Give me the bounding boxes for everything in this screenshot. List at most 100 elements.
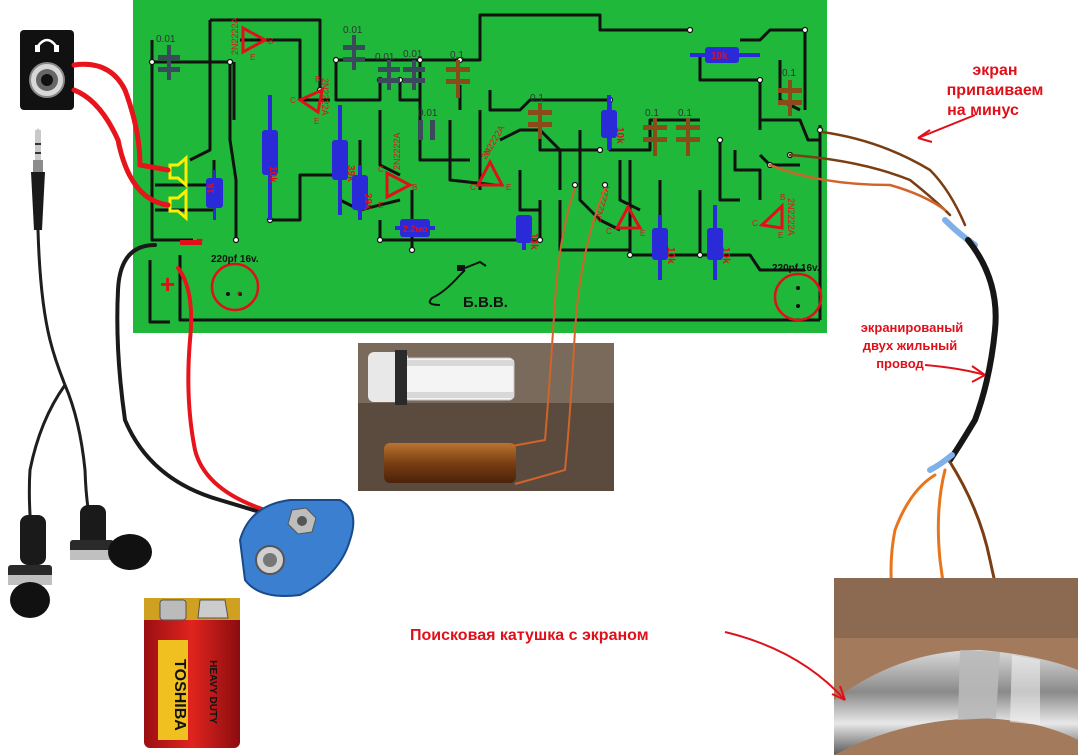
battery-snap [238,499,355,597]
earphone-cable [27,229,92,541]
pin-c-label: C [378,165,384,174]
pin-c-label: C [752,219,758,228]
pin-c-label: C [470,183,476,192]
speaker-icon [168,154,188,222]
resistor-label: 10k [711,51,728,62]
electrolytic-label: 220pf 16v. [211,254,259,265]
capacitor: 0.01 [403,49,425,90]
transistor: 2N2222A C B E [378,132,417,210]
coil-photo [358,343,614,491]
transistor: 2N2222A C B E [290,75,330,126]
power-terminals: - + [160,226,203,299]
electrolytic-capacitor: + 220pf 16v. [210,254,260,312]
transistor: 2N2222A C B E [752,193,796,240]
pin-b-label: B [412,183,417,192]
capacitor: 0.1 [778,68,802,116]
pin-e-label: E [250,53,255,62]
solder-pads [148,26,824,259]
resistor-label: 10k [614,127,625,144]
pin-e-label: E [640,229,645,238]
electrolytic-capacitor: 220pf 16v. [772,263,823,322]
coil-leads [511,187,606,485]
battery-9v: TOSHIBA HEAVY DUTY [144,598,240,748]
resistor: 10k [262,95,278,220]
resistor: 2.2мо [395,219,435,237]
transistor-label: 2N2222A [786,198,796,236]
resistor-label: 39k [345,165,356,182]
resistor-label: 39k [362,193,373,210]
annotation-line: на минус [947,102,1019,119]
transistor-label: 2N2222A [320,78,330,116]
pin-e-label: E [778,231,783,240]
audio-plug [31,128,45,230]
annotation-arrows [724,114,986,701]
resistor: 1k [206,170,223,220]
transistor: 2N2222A B E [230,17,273,62]
minus-sign: - [196,226,203,251]
pin-b-label: B [315,75,320,84]
pin-b-label: B [268,37,273,46]
resistor-label: 10k [665,247,676,264]
pin-e-label: E [314,117,319,126]
capacitor: 0.1 [528,93,552,139]
resistor: 10k [652,215,676,280]
author-signature: Б.В.В. [428,260,508,311]
capacitor-label: 0.01 [343,25,363,36]
author-label: Б.В.В. [463,294,508,311]
pin-c-label: C [290,96,296,105]
capacitor-label: 0.1 [450,50,464,61]
capacitor-label: 0.01 [375,52,395,63]
resistor: 10k [690,47,760,63]
annotation-line: экранированый [861,320,964,335]
capacitor-label: 0.1 [645,108,659,119]
capacitor-label: 0.01 [418,108,438,119]
capacitor: 0.1 [643,108,667,156]
resistor-label: 10k [720,247,731,264]
pin-b-label: B [780,193,785,202]
capacitor: 0.01 [343,25,365,70]
annotation-line: экран [972,62,1017,79]
capacitor-label: 0.01 [156,34,176,45]
annotation-line: припаиваем [947,82,1044,99]
capacitor: 0.1 [676,108,700,156]
resistor: 10k [516,215,539,250]
electrolytic-capacitors: + 220pf 16v. 220pf 16v. [210,254,823,322]
resistor: 39k [352,165,373,220]
earphone-right [70,505,152,570]
annotation-line: двух жильный [863,338,958,353]
capacitor: 0.01 [375,52,400,90]
resistor: 10k [601,95,625,150]
transistor-label: 2N2222A [392,132,402,170]
pin-b-label: B [485,148,490,157]
capacitor-label: 0.01 [403,49,423,60]
resistor-label: 10k [528,233,539,250]
capacitor: 0.01 [418,108,438,140]
resistor-label: 1k [206,182,217,194]
capacitor-label: 0.1 [678,108,692,119]
pcb-board: 0.01 0.01 0.01 0.01 0.01 0.1 [133,0,827,333]
annotation-shield-to-minus: экран припаиваем на минус [947,62,1044,119]
resistor: 39k [332,105,356,215]
capacitor-label: 0.1 [782,68,796,79]
pin-c-label: C [606,227,612,236]
search-loop-photo [834,578,1078,755]
resistor: 10k [707,205,731,280]
jack-wires [71,61,171,208]
annotation-shielded-cable: экранированый двух жильный провод [861,320,964,371]
electrolytic-plus: + [236,289,242,300]
capacitor: 0.01 [156,34,180,80]
capacitor-label: 0.1 [530,93,544,104]
headphone-jack [20,30,74,110]
pin-e-label: E [506,183,511,192]
battery-brand: TOSHIBA [171,659,188,731]
resistor-label: 10k [267,166,278,183]
battery-type: HEAVY DUTY [207,660,218,724]
electrolytic-label: 220pf 16v. [772,263,820,274]
earphone-left [8,515,52,618]
transistor-label: 2N2222A [230,17,240,55]
resistors: 1k 10k 39k 39k 10k 10k [206,47,760,280]
annotation-search-coil: Поисковая катушка с экраном [410,627,649,644]
resistor-label: 2.2мо [403,224,428,234]
battery-wires [115,243,272,517]
